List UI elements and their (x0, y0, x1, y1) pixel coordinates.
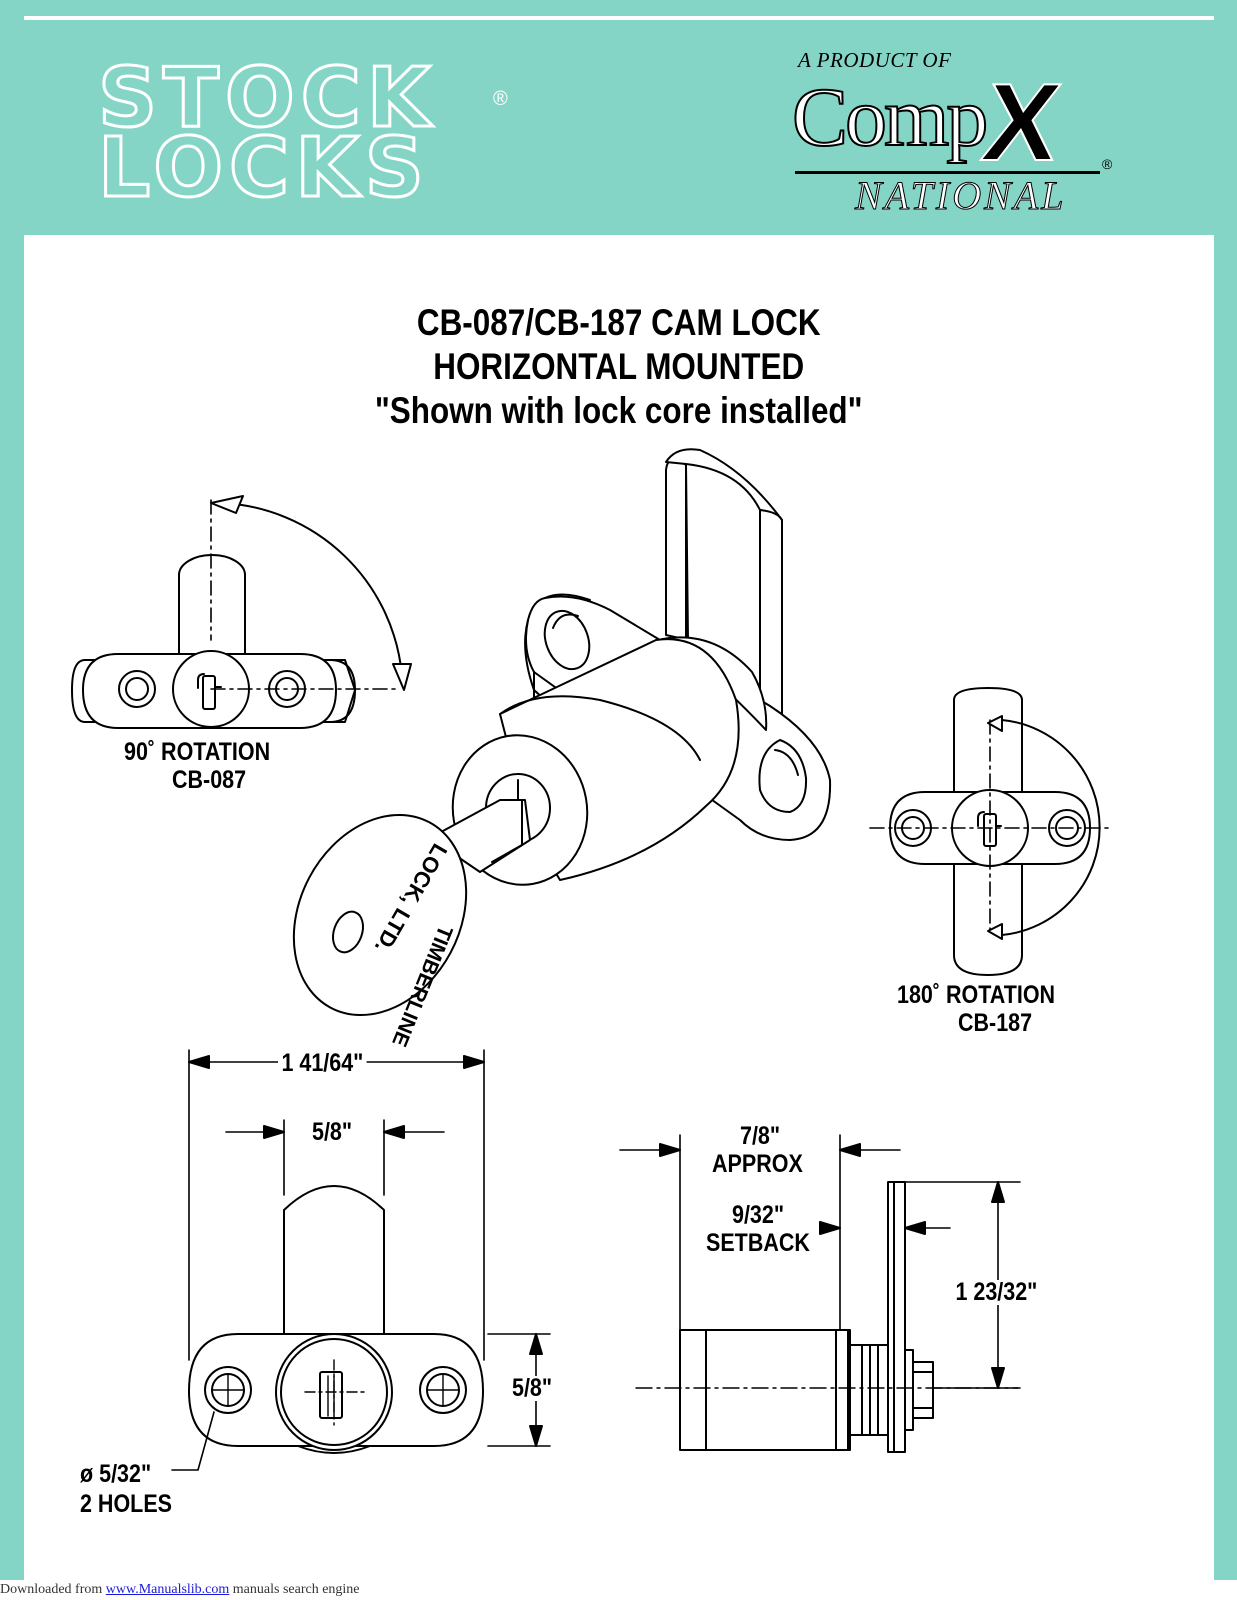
dimension-length-note: APPROX (712, 1150, 803, 1178)
dimension-cam-width: 5/8" (312, 1118, 353, 1146)
rotation-90-label: 90˚ ROTATION (124, 738, 271, 766)
compx-national-text: NATIONAL (854, 173, 1067, 219)
dimension-hole-count: 2 HOLES (80, 1490, 173, 1518)
product-of-text: A PRODUCT OF (798, 48, 952, 72)
compx-comp-text: Comp (791, 71, 989, 164)
page-note: "Shown with lock core installed" (374, 390, 863, 431)
side-view (619, 1134, 1021, 1453)
view-rotation-90 (71, 495, 412, 729)
logo-word-stock: STOCK (96, 51, 437, 146)
logo-registered-mark: ® (493, 88, 508, 110)
isometric-lock: LOCK, LTD. TIMBERLINE (292, 448, 832, 1050)
footer-prefix: Downloaded from (0, 1582, 106, 1597)
page-title: CB-087/CB-187 CAM LOCK (416, 302, 821, 343)
footer: Downloaded from www.Manualslib.com manua… (0, 1580, 1237, 1600)
logo-word-locks: LOCKS (97, 121, 430, 216)
page-subtitle: HORIZONTAL MOUNTED (433, 346, 805, 387)
dimension-length: 7/8" (740, 1122, 781, 1150)
dimension-flange-height: 5/8" (512, 1374, 553, 1402)
rotation-180-model: CB-187 (958, 1009, 1033, 1037)
compx-rule (795, 171, 1100, 174)
dimension-setback-note: SETBACK (706, 1229, 810, 1257)
dimension-hole-size: ø 5/32" (80, 1460, 152, 1488)
rotation-90-model: CB-087 (172, 766, 247, 794)
footer-link[interactable]: www.Manualslib.com (105, 1582, 230, 1597)
footer-suffix: manuals search engine (229, 1582, 360, 1597)
front-view (171, 1049, 551, 1471)
rotation-180-label: 180˚ ROTATION (897, 981, 1056, 1009)
compx-registered-mark: ® (1102, 156, 1113, 172)
dimension-cam-length: 1 23/32" (952, 1280, 1041, 1305)
header-rule (24, 16, 1214, 20)
dimension-overall-width: 1 41/64" (278, 1051, 367, 1076)
view-rotation-180 (869, 687, 1111, 976)
dimension-setback: 9/32" (732, 1201, 785, 1229)
